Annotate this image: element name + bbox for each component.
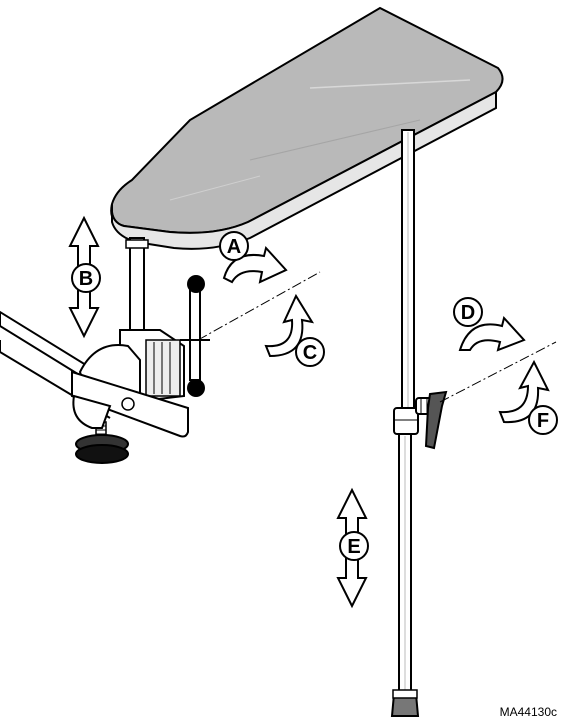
locking-lever	[415, 390, 448, 450]
label-a: A	[219, 231, 249, 261]
svg-text:C: C	[303, 342, 317, 364]
svg-text:A: A	[227, 236, 241, 258]
long-support-post	[390, 129, 420, 717]
label-f: F	[528, 405, 558, 435]
label-e: E	[339, 531, 369, 561]
board-front-edge	[110, 90, 497, 250]
arrow-f-curved	[498, 359, 550, 424]
arrow-c-curved	[264, 293, 315, 358]
figure-reference-code: MA44130c	[499, 705, 557, 719]
arrow-a-curved	[222, 245, 288, 284]
arrow-d-curved	[458, 315, 526, 352]
rotation-axis-left	[197, 271, 321, 341]
rotation-axis-right	[439, 341, 557, 403]
svg-text:B: B	[79, 268, 93, 290]
sleeve-board	[110, 6, 504, 250]
label-d: D	[453, 297, 483, 327]
short-support-post	[125, 237, 149, 335]
clamp-knob-top	[187, 275, 205, 293]
label-b: B	[71, 263, 101, 293]
svg-text:F: F	[537, 410, 549, 432]
svg-text:D: D	[461, 302, 475, 324]
clamp-assembly	[71, 275, 210, 464]
clamp-knob-bottom	[187, 379, 205, 397]
label-c: C	[295, 337, 325, 367]
svg-text:E: E	[347, 536, 360, 558]
